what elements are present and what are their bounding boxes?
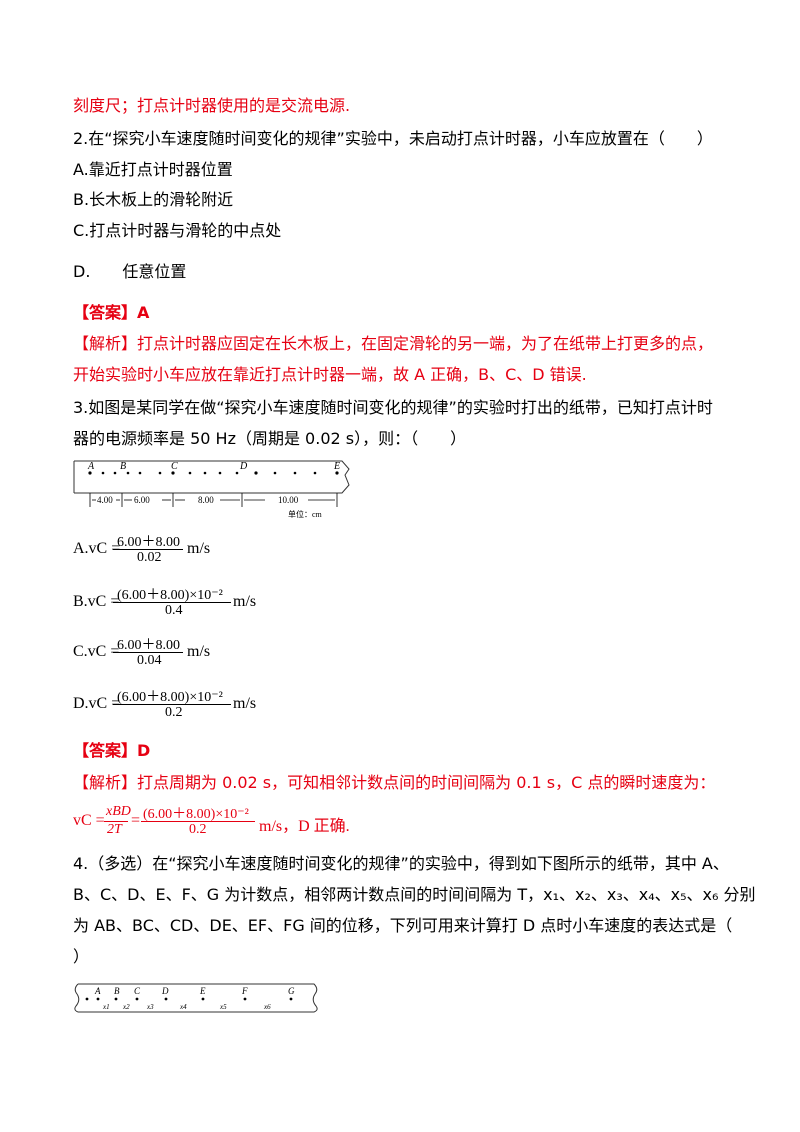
q3-answer: 【答案】D xyxy=(73,741,151,760)
q4-stem-line1: 4.（多选）在“探究小车速度随时间变化的规律”的实验中，得到如下图所示的纸带，其… xyxy=(73,854,729,873)
q3-option-d-fraction-bar xyxy=(113,704,231,705)
q2-option-c: C.打点计时器与滑轮的中点处 xyxy=(73,221,282,240)
q3-formula-lhs: vC = xyxy=(73,812,105,829)
q3-option-a-numerator: 6.00＋8.00 xyxy=(117,535,180,550)
q3-formula-f1-numerator: xBD xyxy=(106,804,131,819)
q3-tape-point-a: A xyxy=(87,461,95,472)
q3-tape-point-c: C xyxy=(171,461,178,472)
q3-tape-dist-ab: 4.00 xyxy=(97,495,113,505)
q4-stem-line4: ） xyxy=(73,947,90,966)
q3-option-b-denominator: 0.4 xyxy=(165,603,183,618)
q4-tape-point-a: A xyxy=(94,986,101,996)
q3-option-d-denominator: 0.2 xyxy=(165,705,183,720)
q2-answer: 【答案】A xyxy=(73,303,150,322)
q3-option-b-fraction-bar xyxy=(113,602,231,603)
q4-tape-point-e: E xyxy=(199,986,206,996)
q4-tape-seg-x3: x3 xyxy=(146,1003,154,1011)
q3-option-c-unit: m/s xyxy=(187,643,211,660)
q3-formula-f2-numerator: (6.00＋8.00)×10⁻² xyxy=(143,807,249,822)
q4-stem-line3: 为 AB、BC、CD、DE、EF、FG 间的位移，下列可用来计算打 D 点时小车… xyxy=(73,916,733,935)
q3-tape-unit: 单位：cm xyxy=(288,509,323,519)
q3-formula-f2-bar xyxy=(141,821,255,822)
q3-tape-dist-cd: 8.00 xyxy=(198,495,214,505)
q4-tape-seg-x2: x2 xyxy=(122,1003,130,1011)
q3-option-d-label: D.vC = xyxy=(73,695,121,712)
q3-formula-f2-denominator: 0.2 xyxy=(189,822,207,837)
q4-tape-seg-x5: x5 xyxy=(219,1003,227,1011)
q3-option-c-numerator: 6.00＋8.00 xyxy=(117,638,180,653)
q3-formula-f1-denominator: 2T xyxy=(107,822,122,837)
q3-stem-line2: 器的电源频率是 50 Hz（周期是 0.02 s），则：（ ） xyxy=(73,429,467,448)
q3-option-d-numerator: (6.00＋8.00)×10⁻² xyxy=(117,690,223,705)
q4-tape-point-f: F xyxy=(241,986,248,996)
q3-option-b-label: B.vC = xyxy=(73,593,120,610)
q3-paper-tape-figure: A B C D E 4.00 6.00 8.00 10.00 单位：cm xyxy=(73,460,350,519)
q3-formula-f1-bar xyxy=(104,821,128,822)
q4-tape-point-d: D xyxy=(161,986,169,996)
q3-option-a-denominator: 0.02 xyxy=(137,550,162,565)
q3-tape-point-b: B xyxy=(120,461,126,472)
q3-option-b-numerator: (6.00＋8.00)×10⁻² xyxy=(117,588,223,603)
q3-option-c-fraction-bar xyxy=(113,652,183,653)
q3-option-c-denominator: 0.04 xyxy=(137,653,162,668)
q2-analysis-line1: 【解析】打点计时器应固定在长木板上，在固定滑轮的另一端，为了在纸带上打更多的点， xyxy=(73,334,714,353)
q4-tape-point-b: B xyxy=(114,986,120,996)
q3-analysis-formula: vC = xBD 2T = (6.00＋8.00)×10⁻² 0.2 m/s，D… xyxy=(73,803,393,839)
q1-answer-tail: 刻度尺；打点计时器使用的是交流电源. xyxy=(73,96,351,115)
q2-stem: 2.在“探究小车速度随时间变化的规律”实验中，未启动打点计时器，小车应放置在（ … xyxy=(73,129,713,148)
q3-stem-line1: 3.如图是某同学在做“探究小车速度随时间变化的规律”的实验时打出的纸带，已知打点… xyxy=(73,398,713,417)
q4-stem-line2: B、C、D、E、F、G 为计数点，相邻两计数点间的时间间隔为 T，x₁、x₂、x… xyxy=(73,885,756,904)
q3-option-a-fraction-bar xyxy=(113,549,183,550)
q4-paper-tape-figure: A B C D E F G x1 x2 x3 x4 x5 x6 xyxy=(74,983,318,1013)
q4-tape-seg-x6: x6 xyxy=(263,1003,271,1011)
q4-tape-seg-x1: x1 xyxy=(102,1003,110,1011)
q3-tape-dist-bc: 6.00 xyxy=(134,495,150,505)
q3-option-a-unit: m/s xyxy=(187,540,211,557)
q3-tape-point-d: D xyxy=(239,461,248,472)
q4-tape-seg-x4: x4 xyxy=(179,1003,187,1011)
q3-option-c-label: C.vC = xyxy=(73,643,120,660)
q3-formula-tail: m/s，D 正确. xyxy=(259,818,350,835)
q2-option-b: B.长木板上的滑轮附近 xyxy=(73,190,234,209)
q3-tape-dist-de: 10.00 xyxy=(278,495,299,505)
q3-tape-point-e: E xyxy=(333,461,340,472)
q4-tape-point-c: C xyxy=(134,986,141,996)
q3-option-a-label: A.vC = xyxy=(73,540,121,557)
q3-formula-equals: = xyxy=(131,812,141,829)
q2-analysis-line2: 开始实验时小车应放在靠近打点计时器一端，故 A 正确，B、C、D 错误. xyxy=(73,365,587,384)
q3-option-b-unit: m/s xyxy=(233,593,257,610)
q3-option-d-unit: m/s xyxy=(233,695,257,712)
q2-option-d: D. 任意位置 xyxy=(73,262,187,281)
q4-tape-point-g: G xyxy=(288,986,295,996)
q2-option-a: A.靠近打点计时器位置 xyxy=(73,160,233,179)
q3-analysis-line1: 【解析】打点周期为 0.02 s，可知相邻计数点间的时间间隔为 0.1 s，C … xyxy=(73,773,716,792)
